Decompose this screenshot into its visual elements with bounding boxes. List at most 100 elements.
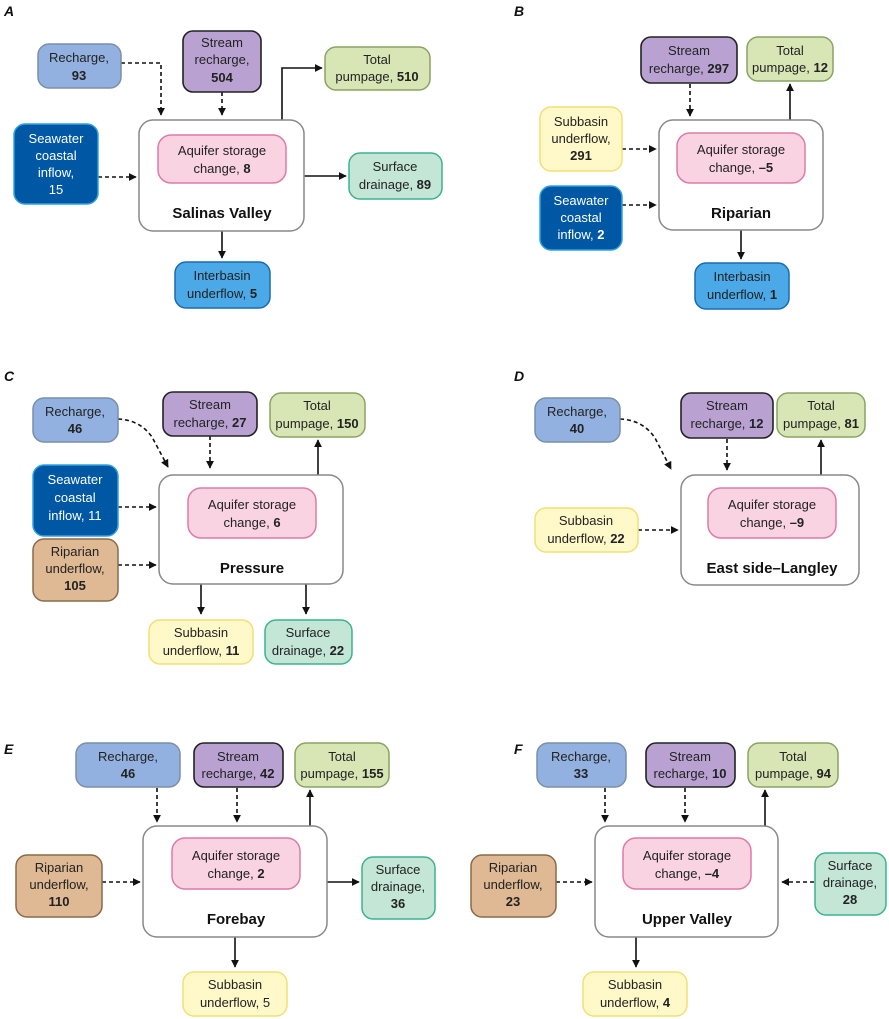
- panel-letter: D: [514, 368, 524, 384]
- svg-text:Seawater: Seawater: [29, 131, 85, 146]
- pumpage-arrow: [281, 64, 323, 120]
- panel-letter: C: [4, 368, 15, 384]
- svg-text:inflow, 2: inflow, 2: [558, 227, 605, 242]
- svg-text:underflow, 22: underflow, 22: [547, 531, 624, 546]
- panel-f: F Aquifer storage change, –4 Upper Valle…: [470, 741, 887, 1017]
- svg-text:pumpage, 81: pumpage, 81: [783, 416, 859, 431]
- svg-text:93: 93: [72, 68, 86, 83]
- svg-text:46: 46: [68, 421, 82, 436]
- recharge-box: [534, 397, 621, 443]
- storage-box: [157, 134, 287, 184]
- storage-box: [171, 837, 301, 890]
- svg-text:Riparian: Riparian: [51, 544, 99, 559]
- svg-text:Subbasin: Subbasin: [608, 977, 662, 992]
- svg-text:recharge, 42: recharge, 42: [201, 766, 274, 781]
- panel-a: A Aquifer storage change, 8 Salinas Vall…: [3, 3, 443, 309]
- svg-text:Recharge,: Recharge,: [49, 50, 109, 65]
- subbasin-underflow-box: [582, 971, 688, 1017]
- riparian-underflow-box: [32, 538, 119, 602]
- svg-text:Subbasin: Subbasin: [174, 625, 228, 640]
- svg-text:underflow, 4: underflow, 4: [600, 995, 671, 1010]
- svg-text:coastal: coastal: [54, 490, 95, 505]
- svg-text:Recharge,: Recharge,: [98, 749, 158, 764]
- svg-text:23: 23: [506, 894, 520, 909]
- panel-letter: A: [3, 3, 14, 19]
- svg-text:Recharge,: Recharge,: [547, 404, 607, 419]
- svg-text:Subbasin: Subbasin: [554, 114, 608, 129]
- subbasin-underflow-box: [539, 106, 623, 172]
- panel-letter: E: [4, 741, 14, 757]
- svg-text:291: 291: [570, 148, 592, 163]
- svg-text:Total: Total: [776, 43, 804, 58]
- svg-text:underflow,: underflow,: [29, 877, 88, 892]
- stream-recharge-box: [680, 392, 774, 439]
- svg-text:recharge, 27: recharge, 27: [173, 415, 246, 430]
- pumpage-box: [294, 742, 390, 788]
- svg-text:Aquifer storage: Aquifer storage: [697, 142, 785, 157]
- svg-text:inflow, 11: inflow, 11: [48, 508, 101, 523]
- pumpage-box: [324, 46, 431, 91]
- svg-text:recharge, 12: recharge, 12: [690, 416, 763, 431]
- svg-text:Seawater: Seawater: [554, 193, 610, 208]
- region-name: Upper Valley: [642, 911, 733, 928]
- storage-box: [707, 487, 837, 539]
- svg-text:underflow,: underflow,: [45, 561, 104, 576]
- region-name: Salinas Valley: [172, 205, 272, 222]
- svg-text:504: 504: [211, 70, 233, 85]
- svg-text:110: 110: [49, 894, 70, 909]
- svg-text:underflow, 1: underflow, 1: [707, 287, 777, 302]
- seawater-inflow-box: [32, 464, 119, 537]
- stream-recharge-box: [645, 742, 736, 788]
- surface-drainage-box: [348, 152, 443, 200]
- svg-text:Recharge,: Recharge,: [551, 749, 611, 764]
- svg-text:33: 33: [574, 766, 588, 781]
- svg-text:40: 40: [570, 421, 584, 436]
- panel-e: E Aquifer storage change, 2 Forebay Rech…: [4, 741, 436, 1017]
- storage-value-line: change, 8: [193, 161, 250, 176]
- svg-text:drainage,: drainage,: [823, 875, 877, 890]
- svg-text:Surface: Surface: [376, 862, 421, 877]
- svg-text:Stream: Stream: [217, 749, 259, 764]
- stream-recharge-box: [193, 742, 284, 788]
- svg-text:Surface: Surface: [286, 625, 331, 640]
- subbasin-underflow-box: [148, 619, 254, 665]
- svg-text:recharge, 297: recharge, 297: [649, 61, 729, 76]
- svg-text:underflow,: underflow,: [551, 131, 610, 146]
- svg-text:Aquifer storage: Aquifer storage: [208, 497, 296, 512]
- svg-text:pumpage, 510: pumpage, 510: [335, 69, 418, 84]
- svg-text:Interbasin: Interbasin: [713, 269, 770, 284]
- svg-text:underflow,: underflow,: [483, 877, 542, 892]
- svg-text:drainage,: drainage,: [371, 879, 425, 894]
- svg-text:Stream: Stream: [668, 43, 710, 58]
- region-name: Pressure: [220, 560, 284, 577]
- subbasin-underflow-box: [534, 507, 639, 553]
- svg-text:36: 36: [391, 896, 405, 911]
- svg-text:recharge,: recharge,: [195, 52, 250, 67]
- svg-text:Surface: Surface: [828, 858, 873, 873]
- svg-text:Riparian: Riparian: [489, 860, 537, 875]
- seawater-inflow-box: [13, 123, 99, 205]
- svg-text:drainage, 22: drainage, 22: [272, 643, 344, 658]
- panel-letter: F: [514, 741, 523, 757]
- surface-drainage-box: [264, 619, 353, 665]
- recharge-arrow: [619, 418, 672, 470]
- pumpage-box: [776, 392, 866, 438]
- svg-text:inflow,: inflow,: [38, 165, 74, 180]
- svg-text:Total: Total: [779, 749, 807, 764]
- svg-text:28: 28: [843, 892, 857, 907]
- panel-b: B Aquifer storage change, –5 Riparian St…: [514, 3, 834, 310]
- svg-text:pumpage, 12: pumpage, 12: [752, 60, 828, 75]
- svg-text:Seawater: Seawater: [48, 472, 104, 487]
- svg-text:Subbasin: Subbasin: [208, 977, 262, 992]
- svg-text:Stream: Stream: [189, 397, 231, 412]
- svg-text:recharge, 10: recharge, 10: [653, 766, 726, 781]
- storage-box: [676, 132, 806, 184]
- panel-c: C Aquifer storage change, 6 Pressure Rec…: [4, 368, 366, 665]
- svg-text:drainage, 89: drainage, 89: [359, 177, 431, 192]
- svg-text:change, 2: change, 2: [207, 866, 264, 881]
- svg-text:pumpage, 150: pumpage, 150: [275, 416, 358, 431]
- panel-d: D Aquifer storage change, –9 East side–L…: [514, 368, 866, 586]
- recharge-box: [37, 43, 122, 89]
- recharge-box: [75, 742, 181, 788]
